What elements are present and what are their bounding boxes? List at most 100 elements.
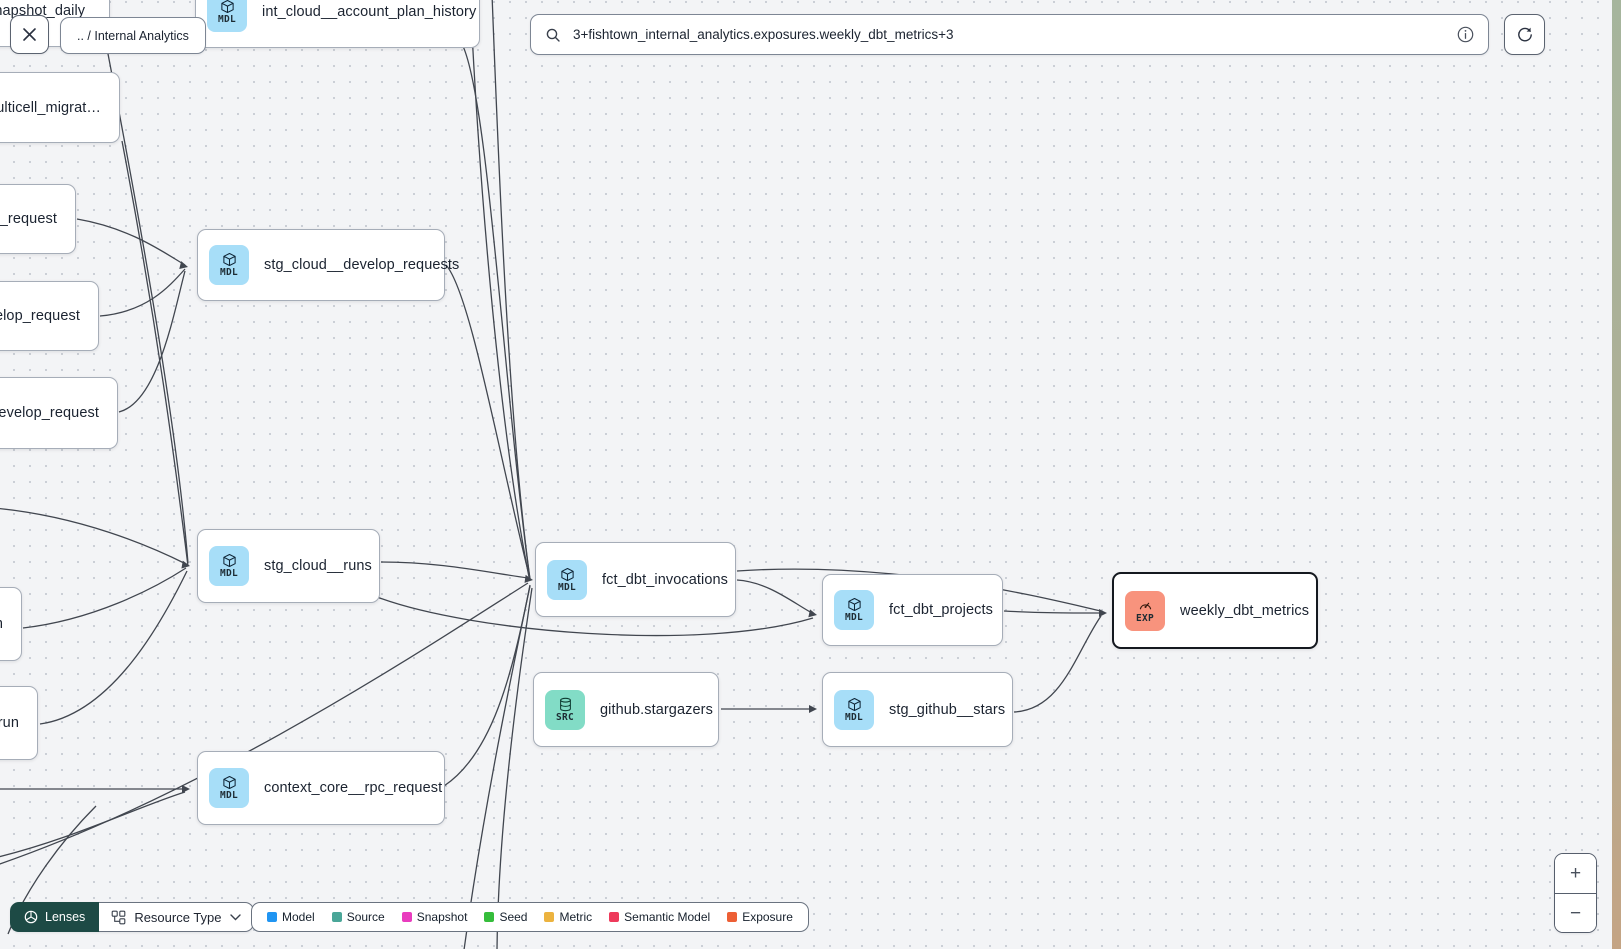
graph-node-develop-request[interactable]: MDL.develop_request xyxy=(0,377,118,449)
node-label: int_cloud__account_plan_history xyxy=(262,4,477,20)
graph-edge xyxy=(736,579,813,614)
graph-node-velop-request[interactable]: MDLvelop_request xyxy=(0,281,99,351)
edge-arrowhead xyxy=(808,609,817,618)
zoom-in-button[interactable]: + xyxy=(1555,854,1596,893)
node-label: fct_dbt_invocations xyxy=(602,571,729,588)
graph-edge xyxy=(102,27,189,564)
lenses-icon xyxy=(24,910,38,924)
graph-edge xyxy=(118,270,186,413)
refresh-icon xyxy=(1517,27,1532,41)
refresh-button[interactable] xyxy=(1504,14,1545,55)
graph-edge xyxy=(76,218,186,266)
node-label: github.stargazers xyxy=(600,701,713,718)
close-button[interactable] xyxy=(10,15,49,54)
model-cube-icon: MDL xyxy=(834,590,874,630)
graph-edge xyxy=(1003,610,1102,614)
legend-item-seed: Seed xyxy=(484,910,527,924)
edge-arrowhead xyxy=(524,574,533,583)
graph-edge xyxy=(39,570,188,725)
node-label: fct_dbt_projects xyxy=(889,602,993,618)
search-icon xyxy=(546,28,560,42)
legend-label: Metric xyxy=(559,910,593,924)
graph-node-stg-cloud-develop-requests[interactable]: MDL stg_cloud__develop_requests xyxy=(197,229,459,301)
resource-type-label: Resource Type xyxy=(134,909,222,925)
edge-arrowhead xyxy=(182,785,190,793)
legend-item-snapshot: Snapshot xyxy=(401,910,468,924)
search-input[interactable] xyxy=(571,26,1447,43)
graph-edge xyxy=(380,561,529,579)
graph-edge xyxy=(463,585,531,949)
graph-edge xyxy=(1013,615,1102,713)
model-cube-icon: MDL xyxy=(209,245,249,285)
legend-item-semantic-model: Semantic Model xyxy=(609,910,710,924)
node-label: multicell_migrat… xyxy=(0,99,101,116)
graph-edge xyxy=(22,567,187,629)
chevron-down-icon xyxy=(229,913,241,920)
model-cube-icon: MDL xyxy=(209,546,249,586)
graph-node-multicell-migrat[interactable]: MDLmulticell_migrat… xyxy=(0,72,120,143)
model-cube-icon: MDL xyxy=(547,559,587,600)
node-label: weekly_dbt_metrics xyxy=(1180,602,1310,619)
graph-edge xyxy=(469,0,530,578)
node-label: .develop_request xyxy=(0,405,99,421)
graph-node-fct-dbt-projects[interactable]: MDL fct_dbt_projects xyxy=(822,574,1003,646)
graph-node-fct-dbt-invocations[interactable]: MDL fct_dbt_invocations xyxy=(535,542,736,617)
legend-swatch xyxy=(331,912,342,922)
graph-node-stg-github-stars[interactable]: MDL stg_github__stars xyxy=(822,672,1013,747)
legend-label: Snapshot xyxy=(416,910,468,924)
graph-edge xyxy=(99,268,186,317)
legend-swatch xyxy=(609,912,620,922)
legend-swatch xyxy=(484,912,495,922)
graph-edge xyxy=(445,264,530,576)
legend-label: Exposure xyxy=(742,910,793,924)
lenses-button[interactable]: Lenses xyxy=(10,902,100,932)
graph-node-context-core-rpc-request[interactable]: MDL context_core__rpc_request xyxy=(197,751,445,825)
edge-arrowhead xyxy=(1099,609,1107,617)
node-label: stg_cloud__develop_requests xyxy=(264,257,460,273)
node-label: .run xyxy=(0,715,19,731)
legend: Model Source Snapshot Seed Metric Semantic Mo… xyxy=(251,902,809,932)
legend-item-source: Source xyxy=(331,910,385,924)
legend-item-model: Model xyxy=(267,910,315,924)
model-cube-icon: MDL xyxy=(207,0,247,32)
breadcrumb[interactable]: .. / Internal Analytics xyxy=(60,17,206,54)
lenses-label: Lenses xyxy=(45,910,86,924)
graph-node-stg-cloud-runs[interactable]: MDL stg_cloud__runs xyxy=(197,529,380,603)
graph-edge xyxy=(461,43,531,581)
node-label: p_request xyxy=(0,211,57,227)
close-icon xyxy=(23,28,36,41)
legend-label: Semantic Model xyxy=(624,910,711,924)
node-label: context_core__rpc_request xyxy=(264,780,443,796)
zoom-out-button[interactable]: − xyxy=(1555,893,1596,932)
legend-item-metric: Metric xyxy=(544,910,592,924)
graph-node-github-stargazers[interactable]: SRC github.stargazers xyxy=(533,672,719,747)
legend-item-exposure: Exposure xyxy=(727,910,793,924)
info-icon[interactable] xyxy=(1457,26,1474,43)
node-label: velop_request xyxy=(0,308,80,324)
graph-edge xyxy=(376,596,814,637)
model-cube-icon: MDL xyxy=(209,768,249,808)
edge-arrowhead xyxy=(181,560,190,569)
search-bar[interactable] xyxy=(530,14,1489,55)
legend-label: Model xyxy=(282,910,315,924)
graph-node-run-fragment[interactable]: MDL.run xyxy=(0,686,38,760)
legend-swatch xyxy=(401,912,412,922)
graph-node-n-fragment[interactable]: MDLn xyxy=(0,587,22,661)
legend-swatch xyxy=(727,912,738,922)
edge-arrowhead xyxy=(179,261,188,269)
graph-node-p-request[interactable]: MDLp_request xyxy=(0,184,76,254)
graph-edge xyxy=(0,791,186,858)
edge-arrowhead xyxy=(809,705,817,713)
legend-label: Seed xyxy=(499,910,528,924)
model-cube-icon: MDL xyxy=(834,689,874,730)
source-database-icon: SRC xyxy=(545,689,585,730)
node-label: stg_cloud__runs xyxy=(264,558,372,574)
resource-type-dropdown[interactable]: Resource Type xyxy=(99,902,254,932)
graph-node-int-cloud-account-plan-history[interactable]: MDL int_cloud__account_plan_history xyxy=(195,0,480,48)
zoom-controls: + − xyxy=(1554,853,1597,933)
node-label: stg_github__stars xyxy=(889,701,1006,718)
